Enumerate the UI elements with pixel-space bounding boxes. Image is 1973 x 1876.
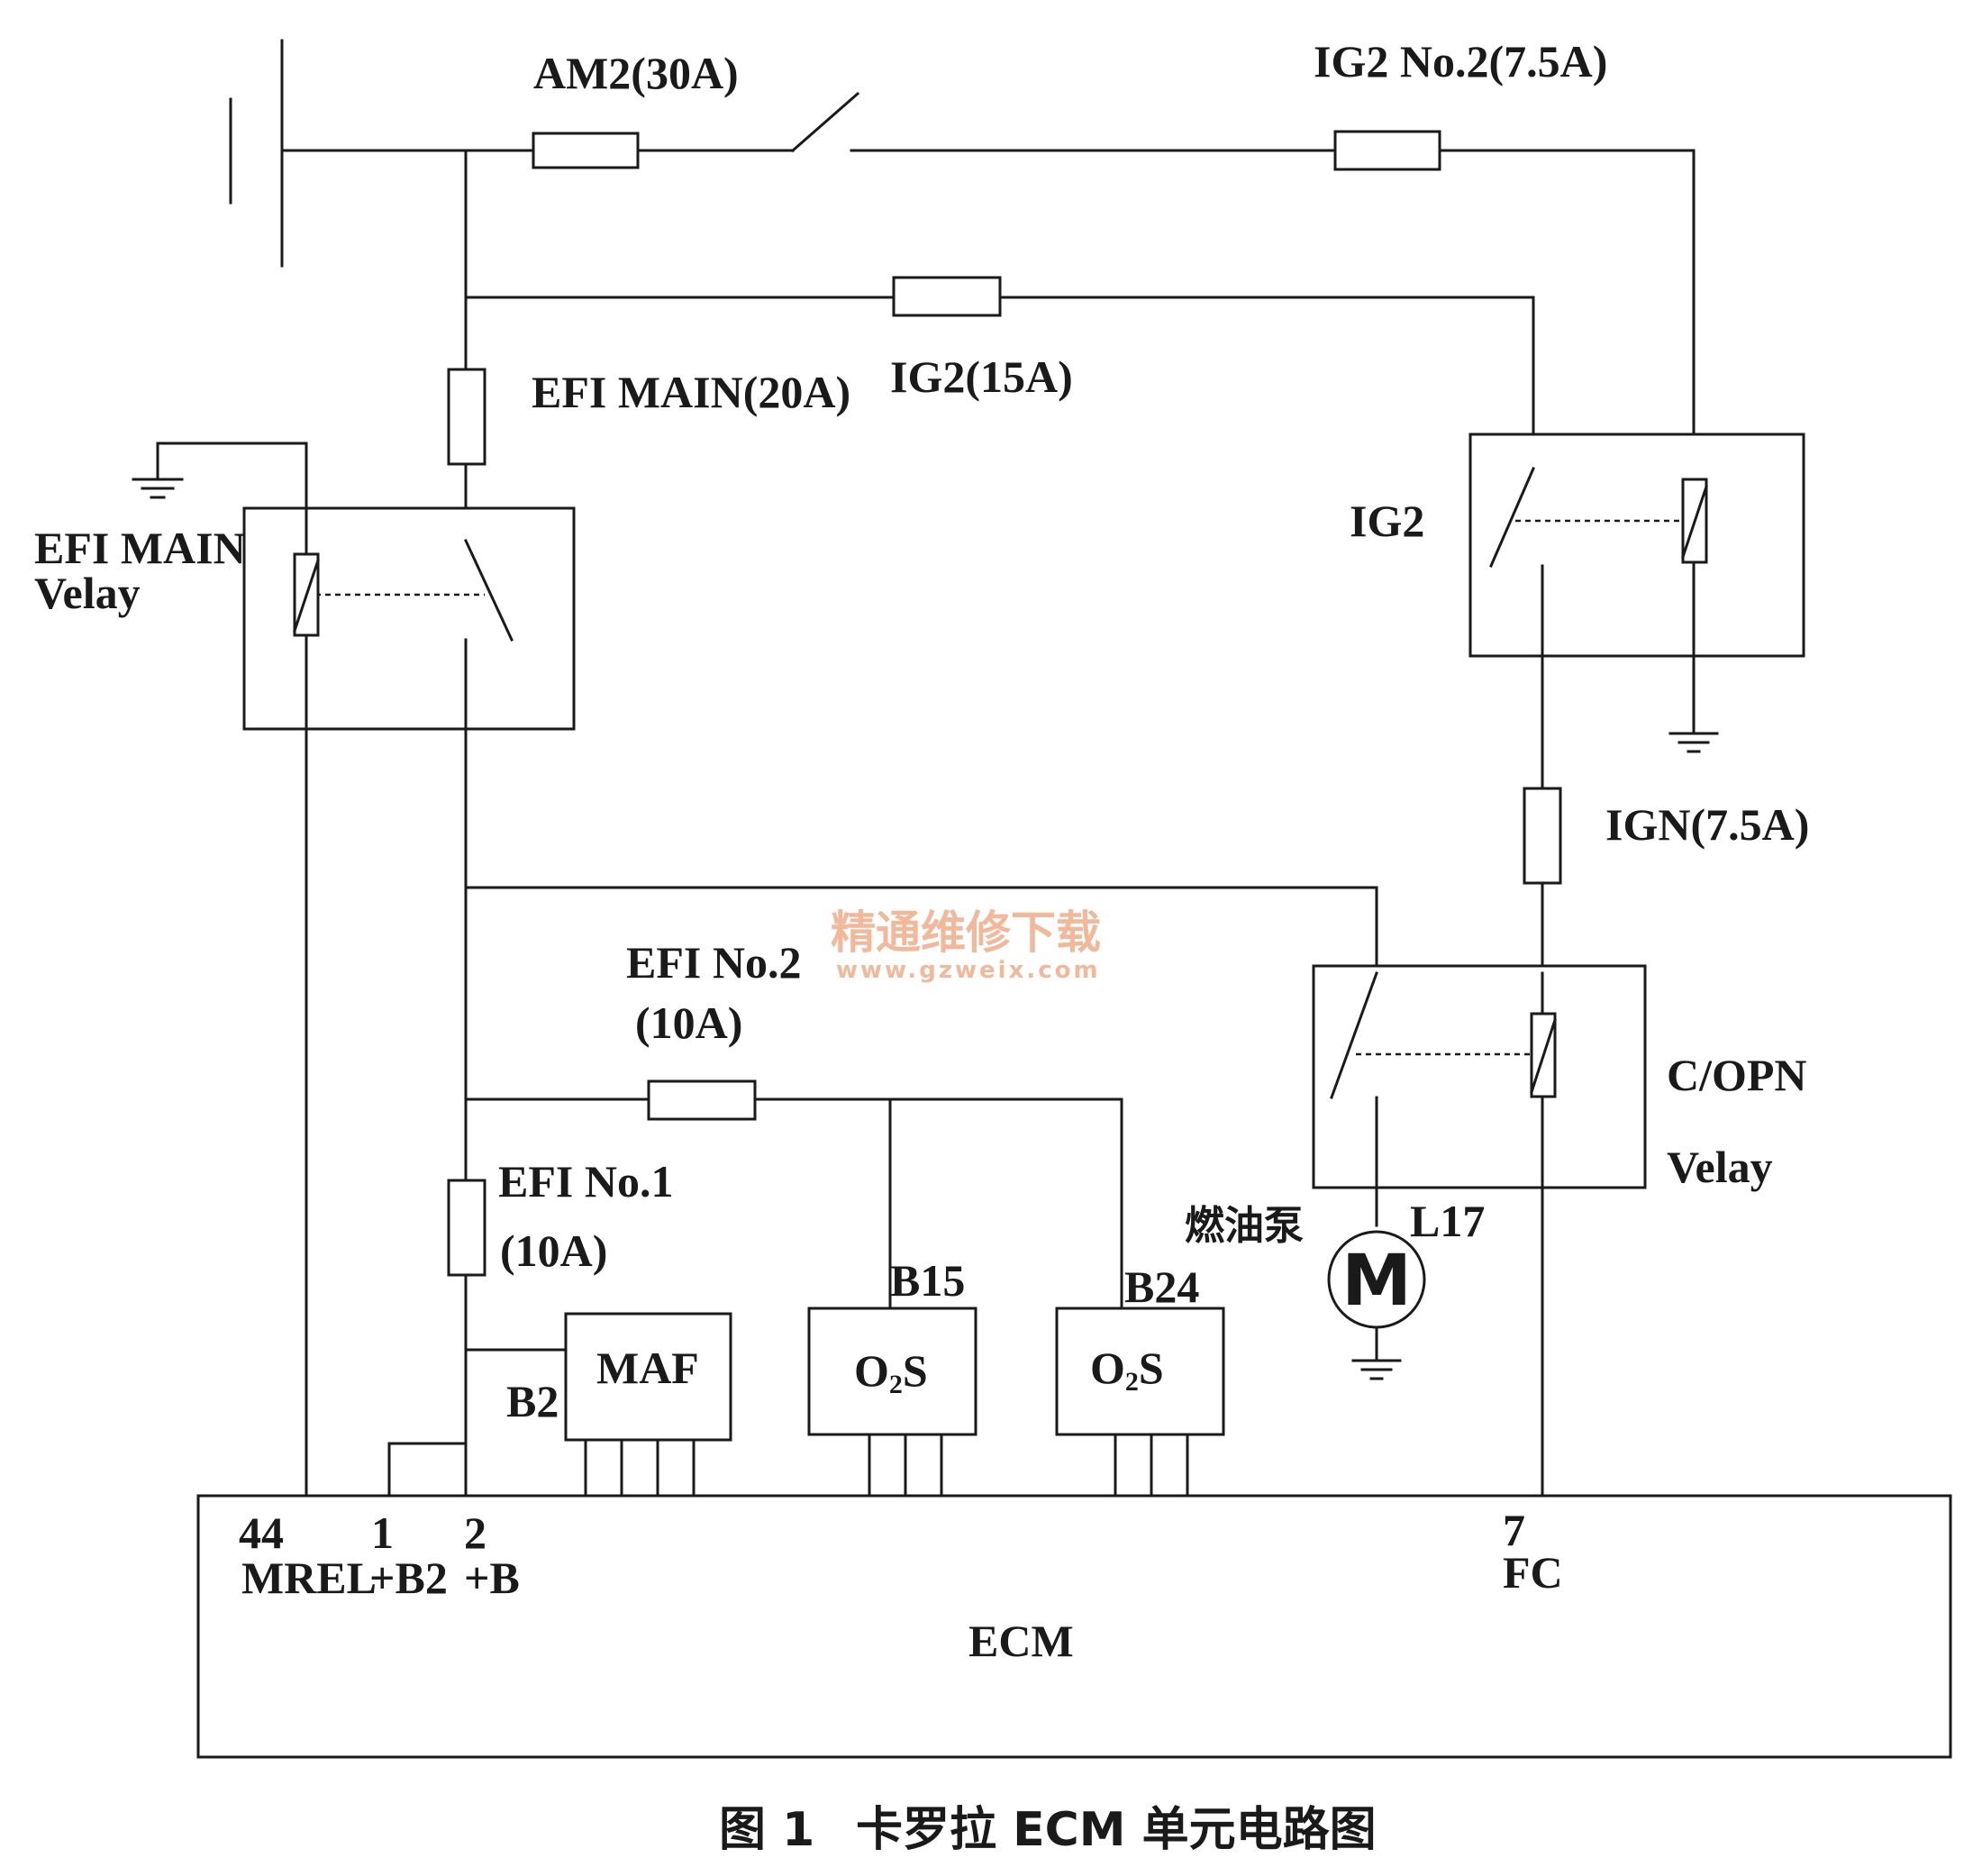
main-bus-wire [280,149,1696,481]
ecm-label: ECM [968,1616,1074,1666]
copn-relay-label: C/OPN [1667,1050,1807,1100]
o2s-b24-connector-pins [1114,1433,1189,1498]
ig2-15a-fuse [892,276,1002,317]
motor-symbol-label: M [1341,1241,1412,1322]
efi-main-relay-label-2: Velay [34,568,141,618]
b2-label: B2 [506,1376,559,1426]
efi-no1-fuse [447,1179,486,1277]
efi-no2-fuse [647,1079,757,1121]
efi-main-fuse [447,368,486,466]
ground-icon [1668,732,1719,753]
figure-caption: 卡罗拉 ECM 单元电路图 [856,1803,1377,1857]
efi-no2-fuse-label-2: (10A) [635,997,742,1048]
o2s-b24-label: O2S [1090,1343,1164,1397]
o2s-b15-connector-pins [868,1433,943,1498]
efi-no2-fuse-label: EFI No.2 [626,937,801,988]
copn-relay [1312,964,1647,1189]
maf-sensor [564,1312,732,1442]
ecm-pin-1-number: 1 [371,1507,394,1558]
am2-fuse-label: AM2(30A) [533,48,739,98]
efi-no1-fuse-label: EFI No.1 [498,1156,673,1207]
ig2-no2-fuse [1333,130,1441,171]
watermark-url: www.gzweix.com [836,957,1101,984]
o2s-b15-label: O2S [854,1345,928,1399]
maf-label: MAF [596,1343,699,1393]
ecm-pin-1-name: +B2 [369,1553,448,1603]
ecm-pin-44-number: 44 [239,1507,284,1558]
ig2-fuse-label: IG2(15A) [890,351,1073,402]
ecm-pin-2-number: 2 [464,1507,486,1558]
ground-icon [1351,1359,1402,1380]
ig2-relay-label: IG2 [1350,496,1424,546]
b15-label: B15 [890,1255,965,1306]
o2-sensor-b15 [807,1307,977,1436]
fuel-pump-label: 燃油泵 [1185,1203,1304,1249]
maf-connector-pins [584,1438,696,1498]
efi-main-relay-label: EFI MAIN [34,523,246,573]
ecm-unit [196,1494,1952,1759]
o2-sensor-b24 [1055,1307,1225,1436]
copn-relay-label-2: Velay [1667,1142,1773,1192]
ecm-pin-2-name: +B [464,1553,520,1603]
figure-number: 图 1 [719,1803,814,1857]
ign-fuse [1523,787,1562,885]
l17-label: L17 [1410,1196,1485,1246]
ecm-pin-44-name: MREL [241,1553,377,1603]
battery-icon [229,39,284,268]
ig2-relay [1468,433,1805,658]
efi-main-fuse-label: EFI MAIN(20A) [532,367,850,417]
ground-icon [132,478,184,499]
ecm-pin-7-number: 7 [1503,1505,1525,1555]
b24-label: B24 [1124,1261,1199,1312]
ign-fuse-label: IGN(7.5A) [1605,799,1809,850]
watermark-text: 精通维修下载 [831,906,1101,959]
am2-fuse [532,132,640,169]
efi-no1-fuse-label-2: (10A) [500,1225,607,1276]
ig2-no2-fuse-label: IG2 No.2(7.5A) [1314,36,1607,87]
ignition-switch-icon [790,91,860,153]
ecm-pin-7-name: FC [1503,1547,1563,1598]
